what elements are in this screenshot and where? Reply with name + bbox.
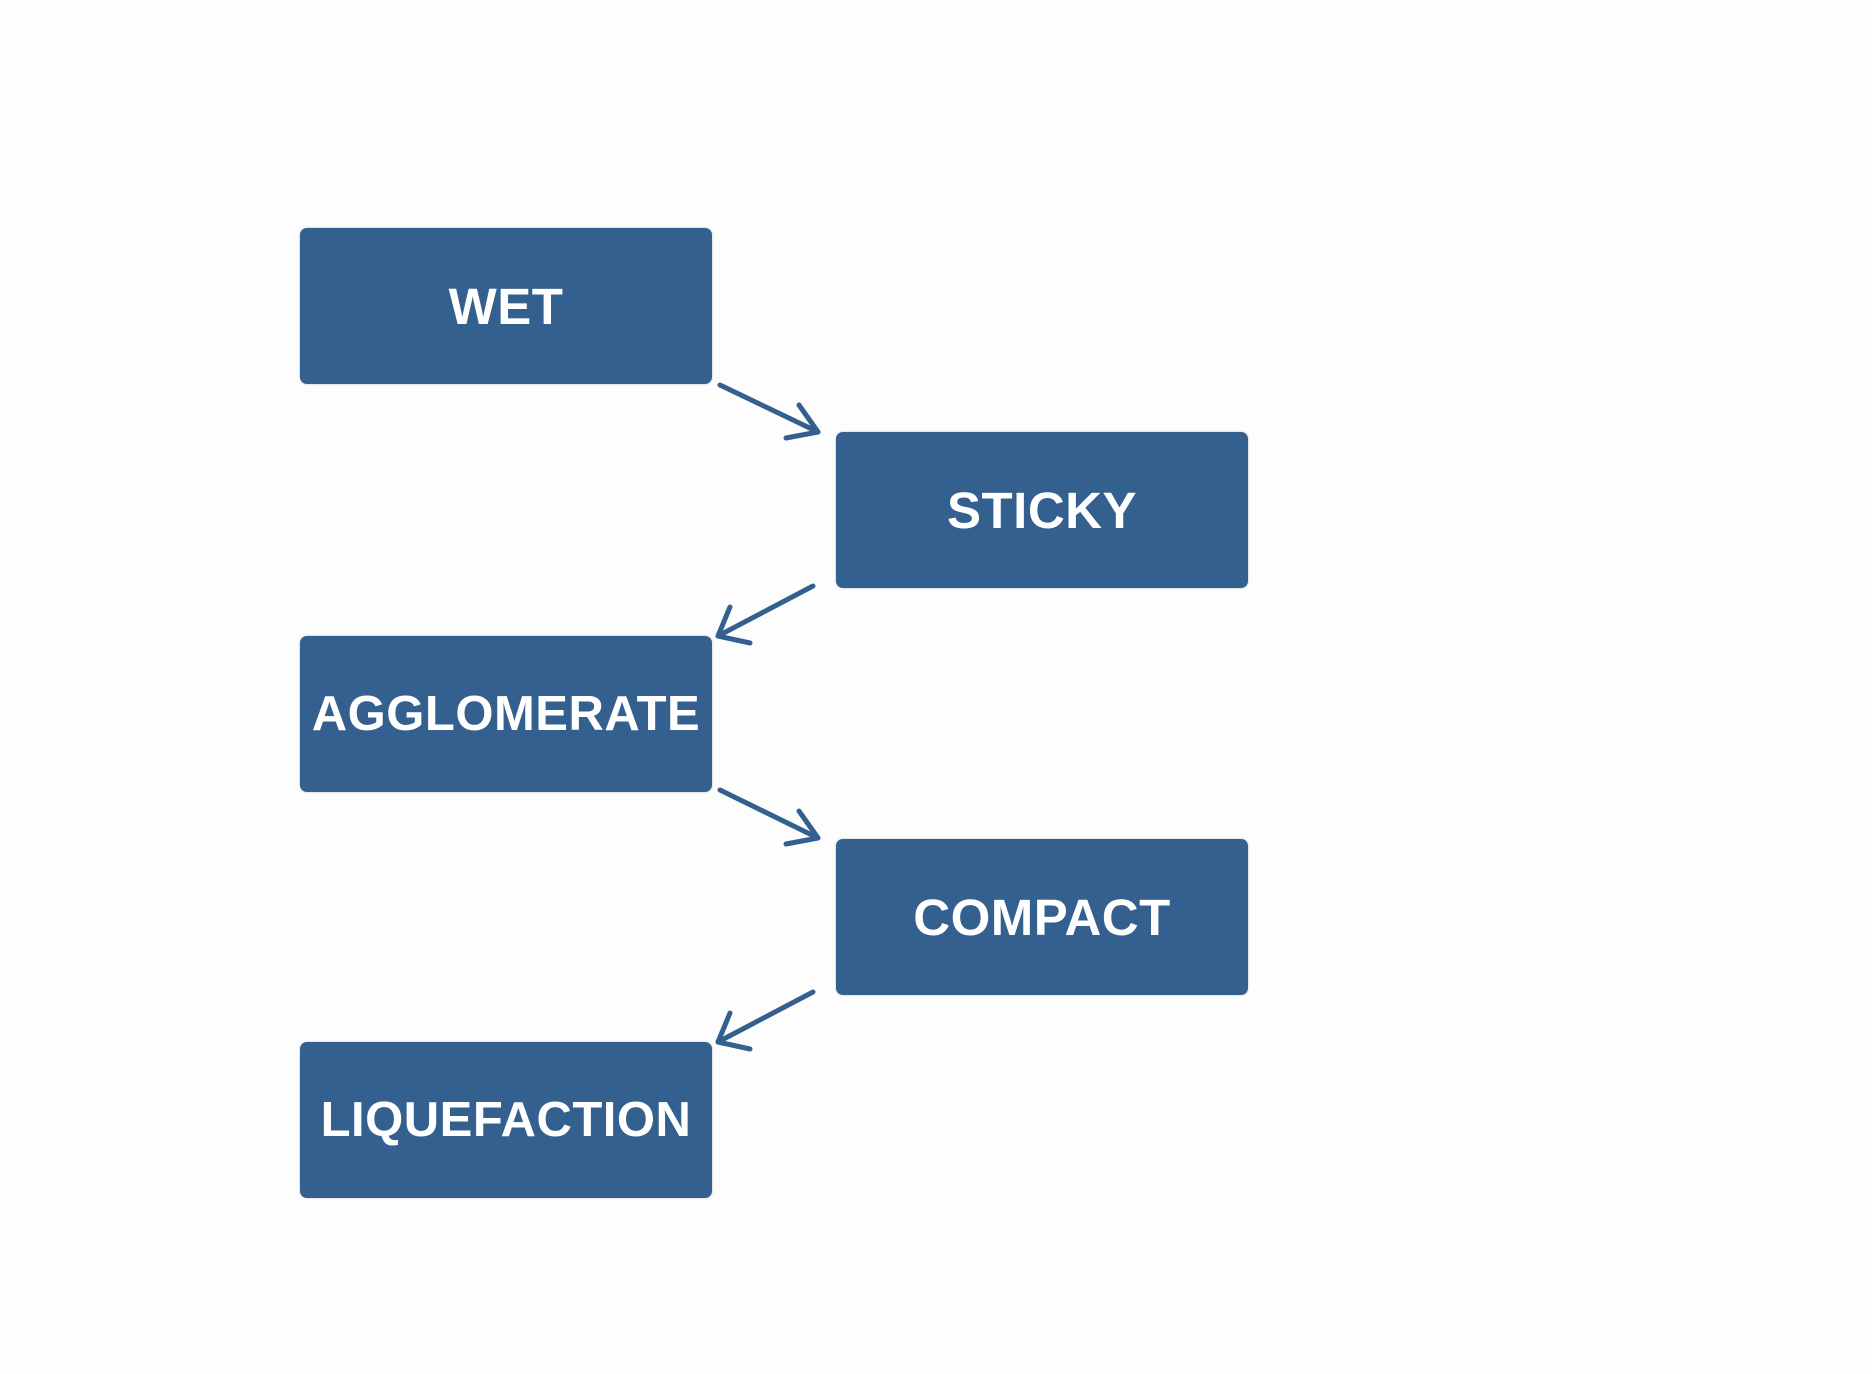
- node-wet: WET: [300, 228, 712, 384]
- arrow-sticky-to-agglomerate: [715, 583, 816, 646]
- node-sticky: STICKY: [836, 432, 1248, 588]
- node-liquefaction: LIQUEFACTION: [300, 1042, 712, 1198]
- arrow-wet-to-sticky: [717, 382, 821, 441]
- node-compact: COMPACT: [836, 839, 1248, 995]
- node-agglomerate: AGGLOMERATE: [300, 636, 712, 792]
- arrow-compact-to-liquefaction: [715, 989, 816, 1052]
- arrow-agglomerate-to-compact: [717, 787, 821, 847]
